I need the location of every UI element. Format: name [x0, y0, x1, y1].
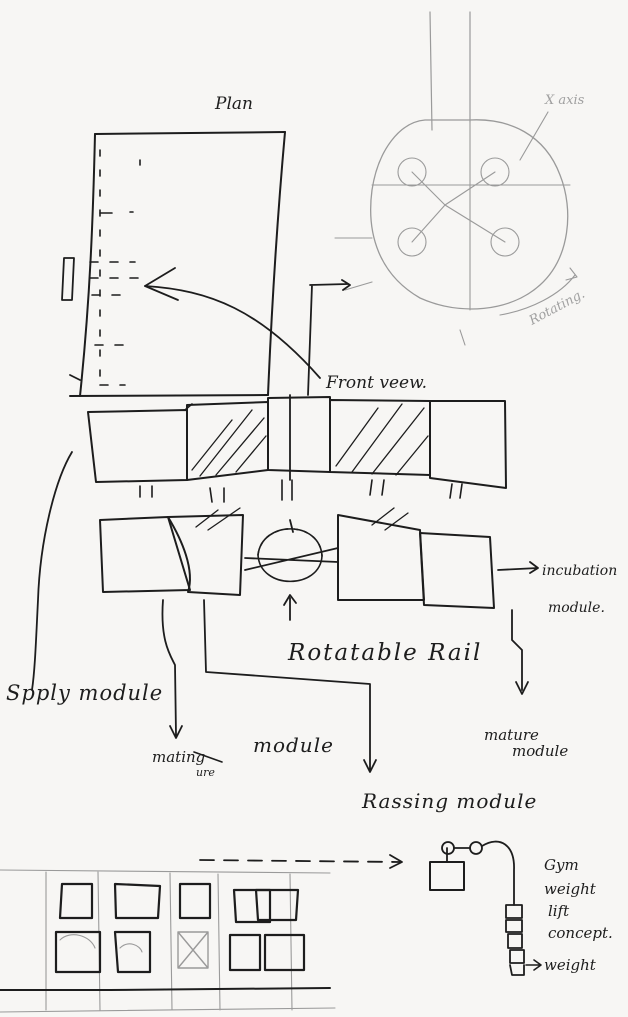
plan-label: Plan — [214, 94, 253, 114]
supply-module-label: Spply module — [6, 681, 163, 705]
gym-label-line4: concept. — [548, 924, 613, 942]
front-view-label: Front veew. — [325, 373, 427, 393]
rotating-disc-sketch — [335, 12, 577, 345]
gym-label-line2: weight — [544, 880, 597, 898]
mature-label-line2: module — [512, 742, 568, 760]
upper-module-row — [88, 280, 506, 502]
raising-module-label: Rassing module — [361, 789, 537, 813]
mating-module-word2: module — [253, 733, 334, 757]
mating-correction: ure — [196, 766, 215, 779]
rotatable-rail-label: Rotatable Rail — [287, 640, 482, 666]
bottom-grid-drawing — [0, 855, 402, 1012]
incubation-box-upper — [430, 401, 506, 488]
gym-label-line3: lift — [548, 902, 570, 920]
gym-label-line1: Gym — [544, 856, 579, 874]
raising-box-lower — [338, 515, 424, 600]
incubation-label-line2: module. — [548, 600, 605, 616]
leader-lines — [32, 452, 528, 772]
x-axis-label: X axis — [544, 93, 585, 108]
gym-weight-lift-drawing — [430, 842, 541, 975]
center-box-upper — [268, 397, 330, 472]
weight-label: weight — [544, 956, 597, 974]
rotating-label: Rotating. — [526, 287, 588, 329]
supply-box-lower — [100, 517, 190, 592]
supply-box-upper — [88, 410, 187, 482]
incubation-label-line1: incubation — [542, 563, 617, 579]
lower-module-row — [100, 508, 538, 620]
plan-view-drawing — [62, 132, 320, 396]
incubation-box-lower — [420, 533, 494, 608]
mating-module-word1: mating — [152, 748, 205, 766]
